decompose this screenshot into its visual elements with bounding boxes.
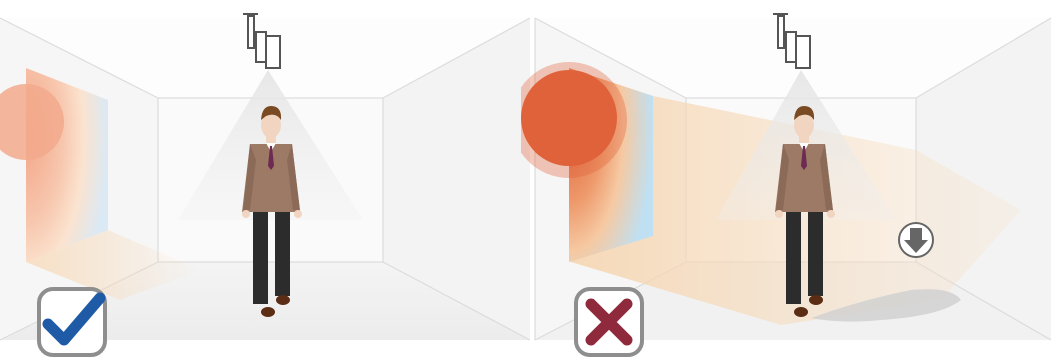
result-badge [573, 286, 645, 358]
scene-correct [0, 0, 530, 360]
scene-incorrect [521, 0, 1051, 360]
checkmark-icon [36, 286, 108, 358]
sun [521, 70, 617, 166]
result-badge [36, 286, 108, 358]
down-arrow-icon [899, 223, 933, 257]
cross-icon [573, 286, 645, 358]
